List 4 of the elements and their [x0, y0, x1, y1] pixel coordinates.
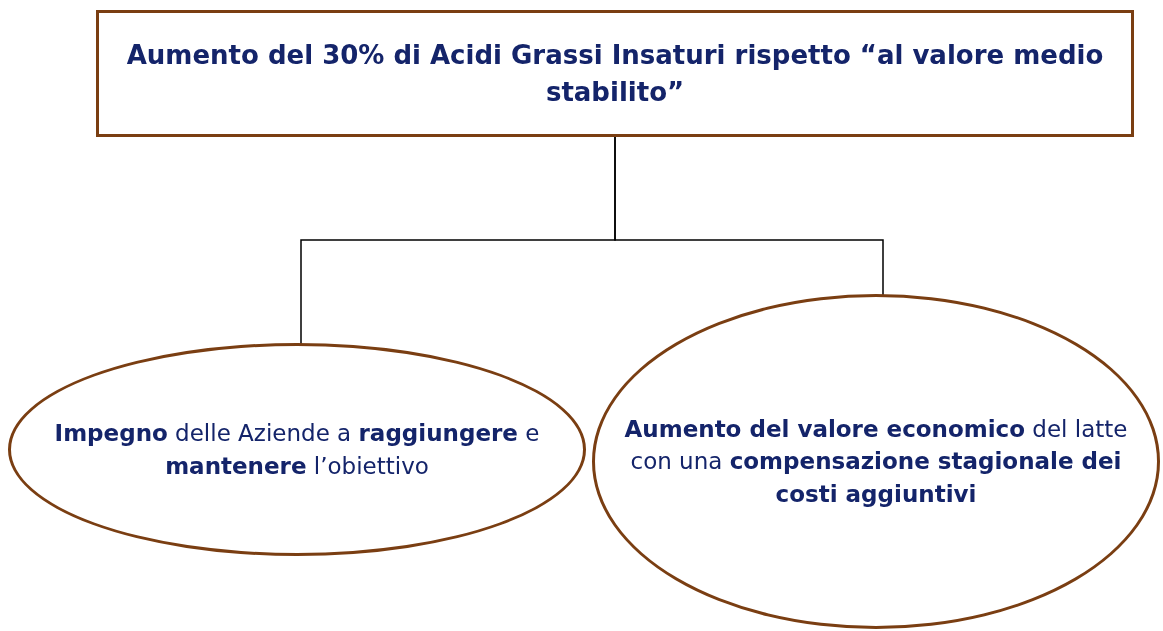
- node-text: Aumento del valore economico del latte con una compensazione stagionale dei costi aggiuntivi: [623, 415, 1129, 509]
- node-text: Impegno delle Aziende a raggiungere e mantenere l’obiettivo: [53, 419, 541, 481]
- title-box: [96, 10, 1134, 137]
- node-text: Aumento del 30% di Acidi Grassi Insaturi rispetto “al valore medio stabilito”: [125, 39, 1105, 109]
